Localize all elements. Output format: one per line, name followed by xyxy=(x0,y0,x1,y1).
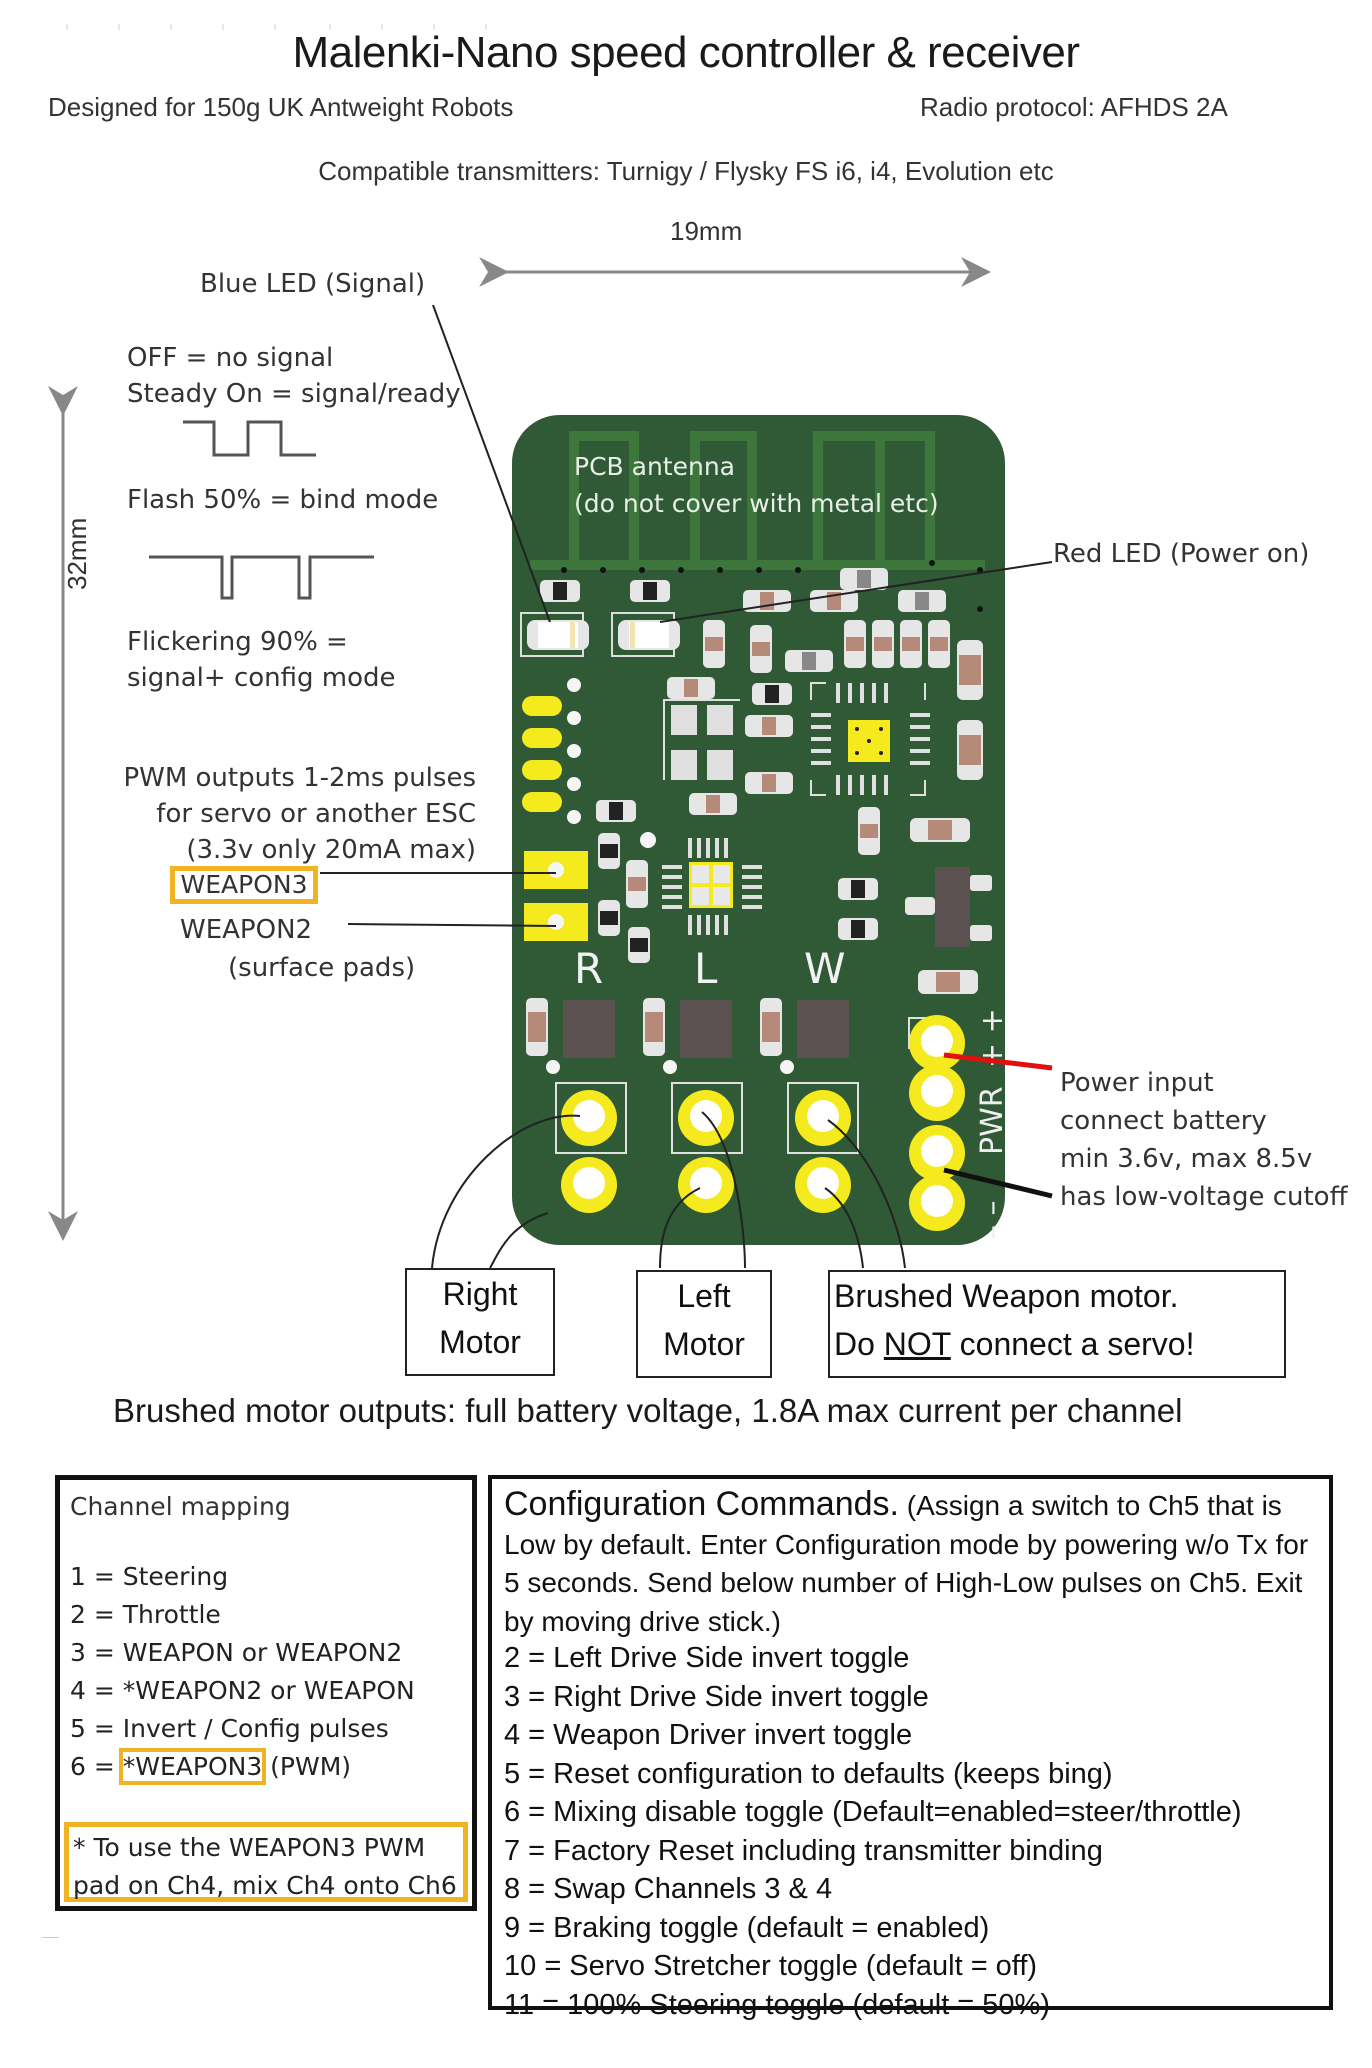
board-diagram: PCB antenna (do not cover with metal etc… xyxy=(48,257,1053,1269)
channel-item: 1 = Steering xyxy=(70,1562,229,1591)
config-command: 10 = Servo Stretcher toggle (default = o… xyxy=(504,1950,1038,1982)
not-emphasis: NOT xyxy=(883,1326,951,1362)
motor-driver-weapon xyxy=(760,998,849,1074)
left-motor-label-2: Motor xyxy=(663,1326,745,1362)
weapon-motor-leader-b xyxy=(824,1187,864,1269)
right-motor-leader-b xyxy=(489,1212,549,1269)
red-led-label: Red LED (Power on) xyxy=(1053,539,1310,569)
pcb-board xyxy=(512,415,1005,1245)
power-positive-wire xyxy=(943,1052,1053,1071)
pcb-antenna-label: PCB antenna xyxy=(574,452,735,481)
weapon2-leader xyxy=(347,923,557,927)
weapon2-pad xyxy=(524,903,588,941)
config-command: 8 = Swap Channels 3 & 4 xyxy=(504,1873,833,1905)
edge-pads xyxy=(522,696,562,812)
blue-led-leader xyxy=(432,304,551,623)
config-command: 7 = Factory Reset including transmitter … xyxy=(504,1834,1103,1867)
motor-driver-left xyxy=(643,998,732,1074)
led-state-flash: Flash 50% = bind mode xyxy=(127,485,439,515)
channel-item-6: 6 = *WEAPON3 (PWM) xyxy=(70,1748,352,1785)
motor-driver-right xyxy=(526,998,615,1074)
motor-outputs-note: Brushed motor outputs: full battery volt… xyxy=(113,1392,1183,1429)
stray-mark xyxy=(42,1937,59,1938)
pwm-note-line1: PWM outputs 1-2ms pulses xyxy=(123,763,476,793)
right-motor-label-1: Right xyxy=(442,1276,518,1312)
page-title: Malenki-Nano speed controller & receiver xyxy=(292,28,1080,77)
width-dimension-label: 19mm xyxy=(670,216,743,246)
subtitle-weight-class: Designed for 150g UK Antweight Robots xyxy=(48,92,514,122)
config-command: 6 = Mixing disable toggle (Default=enabl… xyxy=(504,1796,1242,1828)
flicker-90-waveform xyxy=(149,555,374,600)
channel-item: 3 = WEAPON or WEAPON2 xyxy=(70,1638,403,1667)
pcb-letter-r: R xyxy=(574,944,603,993)
weapon-motor-line1: Brushed Weapon motor. xyxy=(834,1278,1179,1314)
pcb-letter-l: L xyxy=(694,944,718,993)
right-motor-label-2: Motor xyxy=(439,1324,521,1360)
weapon3-highlight: *WEAPON3 xyxy=(118,1748,267,1785)
subtitle-radio-protocol: Radio protocol: AFHDS 2A xyxy=(920,92,1228,122)
red-led-component xyxy=(611,612,680,657)
channel-item: 5 = Invert / Config pulses xyxy=(70,1714,389,1743)
power-note-line4: has low-voltage cutoff xyxy=(1060,1182,1348,1212)
pcb-pwr-silk: PWR xyxy=(975,1086,1010,1155)
led-state-off: OFF = no signal xyxy=(127,343,334,373)
power-note-line2: connect battery xyxy=(1060,1106,1267,1136)
weapon-motor-line2: Do NOT connect a servo! xyxy=(834,1326,1195,1362)
config-command: 4 = Weapon Driver invert toggle xyxy=(504,1719,913,1751)
pwm-note-line2: for servo or another ESC xyxy=(156,799,476,829)
left-motor-leader-b xyxy=(659,1187,701,1269)
config-intro: (Assign a switch to Ch5 that is Low by d… xyxy=(504,1490,1309,1637)
config-command: 5 = Reset configuration to defaults (kee… xyxy=(504,1757,1113,1790)
led-state-flicker: Flickering 90% = xyxy=(127,627,348,657)
weapon3-footnote: * To use the WEAPON3 PWM pad on Ch4, mix… xyxy=(64,1822,468,1902)
rf-chip xyxy=(810,682,930,796)
config-command: 11 = 100% Steering toggle (default = 50%… xyxy=(504,1988,1051,2021)
weapon3-pad xyxy=(524,851,588,889)
pcb-minus-silk: – – xyxy=(975,1200,1010,1240)
weapon-motor-box: Brushed Weapon motor. Do NOT connect a s… xyxy=(828,1270,1286,1378)
channel-mapping-box: Channel mapping 1 = Steering 2 = Throttl… xyxy=(55,1475,477,1911)
top-ruler-ticks xyxy=(66,24,487,30)
config-command: 3 = Right Drive Side invert toggle xyxy=(504,1680,929,1713)
blue-led-component xyxy=(520,612,589,657)
pcb-antenna-warning: (do not cover with metal etc) xyxy=(574,489,939,518)
config-command: 2 = Left Drive Side invert toggle xyxy=(504,1642,910,1674)
channel-item: 4 = *WEAPON2 or WEAPON xyxy=(70,1676,415,1705)
blue-led-label: Blue LED (Signal) xyxy=(200,269,426,299)
channel-mapping-title: Channel mapping xyxy=(70,1492,291,1521)
led-state-steady: Steady On = signal/ready xyxy=(127,379,461,409)
power-note-line3: min 3.6v, max 8.5v xyxy=(1060,1144,1313,1174)
red-led-leader xyxy=(659,561,1053,623)
config-command: 9 = Braking toggle (default = enabled) xyxy=(504,1911,990,1944)
channel-item: 2 = Throttle xyxy=(70,1600,221,1629)
flash-50-waveform xyxy=(183,420,316,457)
pwm-note-line3: (3.3v only 20mA max) xyxy=(186,835,476,865)
configuration-commands-box: Configuration Commands. (Assign a switch… xyxy=(488,1475,1333,2021)
surface-pads-label: (surface pads) xyxy=(228,953,416,983)
compatible-transmitters: Compatible transmitters: Turnigy / Flysk… xyxy=(318,156,1054,186)
led-state-flicker-2: signal+ config mode xyxy=(127,663,396,693)
weapon-motor-leader-a xyxy=(827,1119,906,1269)
config-heading: Configuration Commands. xyxy=(504,1485,899,1523)
pcb-letter-w: W xyxy=(804,944,846,993)
left-motor-leader-a xyxy=(701,1111,746,1269)
power-negative-wire xyxy=(943,1167,1053,1199)
mcu-chip xyxy=(662,838,762,935)
motor-output-holes xyxy=(561,1090,851,1213)
power-note-line1: Power input xyxy=(1060,1068,1214,1098)
weapon3-label: WEAPON3 xyxy=(170,866,318,904)
weapon2-label: WEAPON2 xyxy=(180,915,313,945)
left-motor-box: Left Motor xyxy=(636,1270,772,1378)
right-motor-leader-a xyxy=(431,1114,581,1269)
right-motor-box: Right Motor xyxy=(405,1268,555,1376)
left-motor-label-1: Left xyxy=(677,1278,731,1314)
